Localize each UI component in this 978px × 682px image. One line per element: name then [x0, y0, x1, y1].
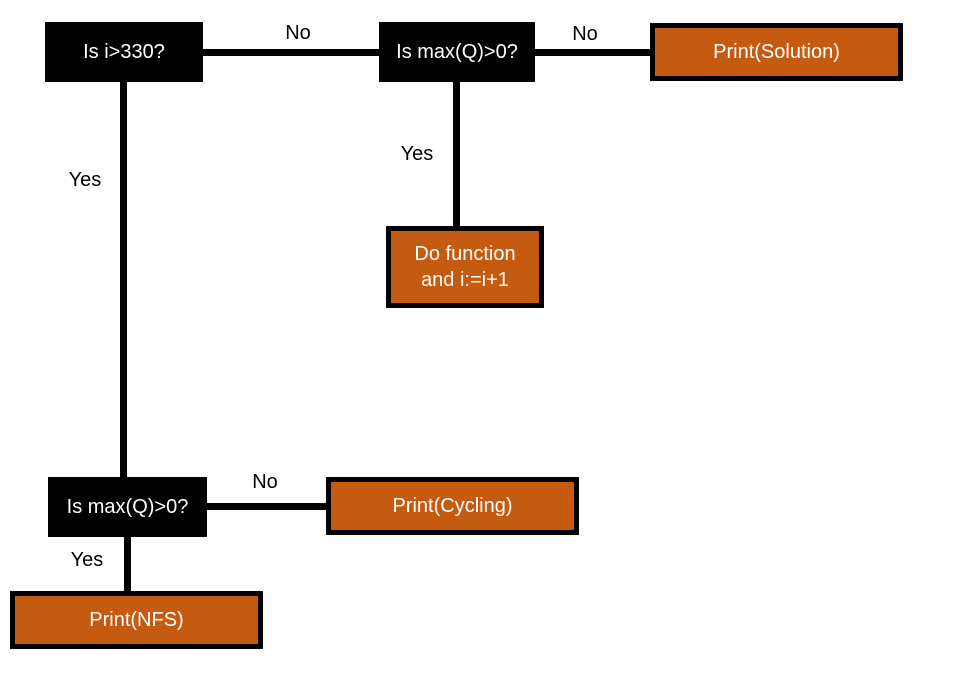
- decision-maxq-top-label: Is max(Q)>0?: [396, 41, 518, 63]
- connector-i-gt-330-to-maxq-top: [203, 49, 379, 56]
- decision-maxq-bottom: Is max(Q)>0?: [48, 477, 207, 537]
- connector-i-gt-330-to-maxq-bottom: [120, 82, 127, 478]
- action-do-function-label: Do function and i:=i+1: [414, 243, 516, 291]
- edge-label-maxq-top-no: No: [572, 23, 598, 45]
- decision-i-gt-330-label: Is i>330?: [83, 41, 165, 63]
- edge-label-maxq-top-yes: Yes: [400, 143, 434, 165]
- edge-label-maxq-bottom-yes: Yes: [70, 549, 104, 571]
- connector-maxq-bottom-to-print-cycling: [207, 503, 328, 510]
- action-print-solution: Print(Solution): [650, 23, 903, 81]
- connector-maxq-bottom-to-print-nfs: [124, 537, 131, 592]
- action-print-cycling: Print(Cycling): [326, 477, 579, 535]
- connector-maxq-top-to-print-solution: [535, 49, 650, 56]
- connector-maxq-top-to-do-function: [453, 82, 460, 227]
- action-do-function: Do function and i:=i+1: [386, 226, 544, 308]
- decision-maxq-bottom-label: Is max(Q)>0?: [66, 496, 189, 518]
- action-print-nfs-label: Print(NFS): [89, 609, 184, 631]
- action-print-cycling-label: Print(Cycling): [392, 495, 513, 517]
- decision-i-gt-330: Is i>330?: [45, 22, 203, 82]
- decision-maxq-top: Is max(Q)>0?: [379, 22, 535, 82]
- edge-label-i-gt-330-no: No: [285, 22, 311, 44]
- edge-label-i-gt-330-yes: Yes: [68, 169, 102, 191]
- action-print-nfs: Print(NFS): [10, 591, 263, 649]
- action-print-solution-label: Print(Solution): [713, 41, 840, 63]
- edge-label-maxq-bottom-no: No: [252, 471, 278, 493]
